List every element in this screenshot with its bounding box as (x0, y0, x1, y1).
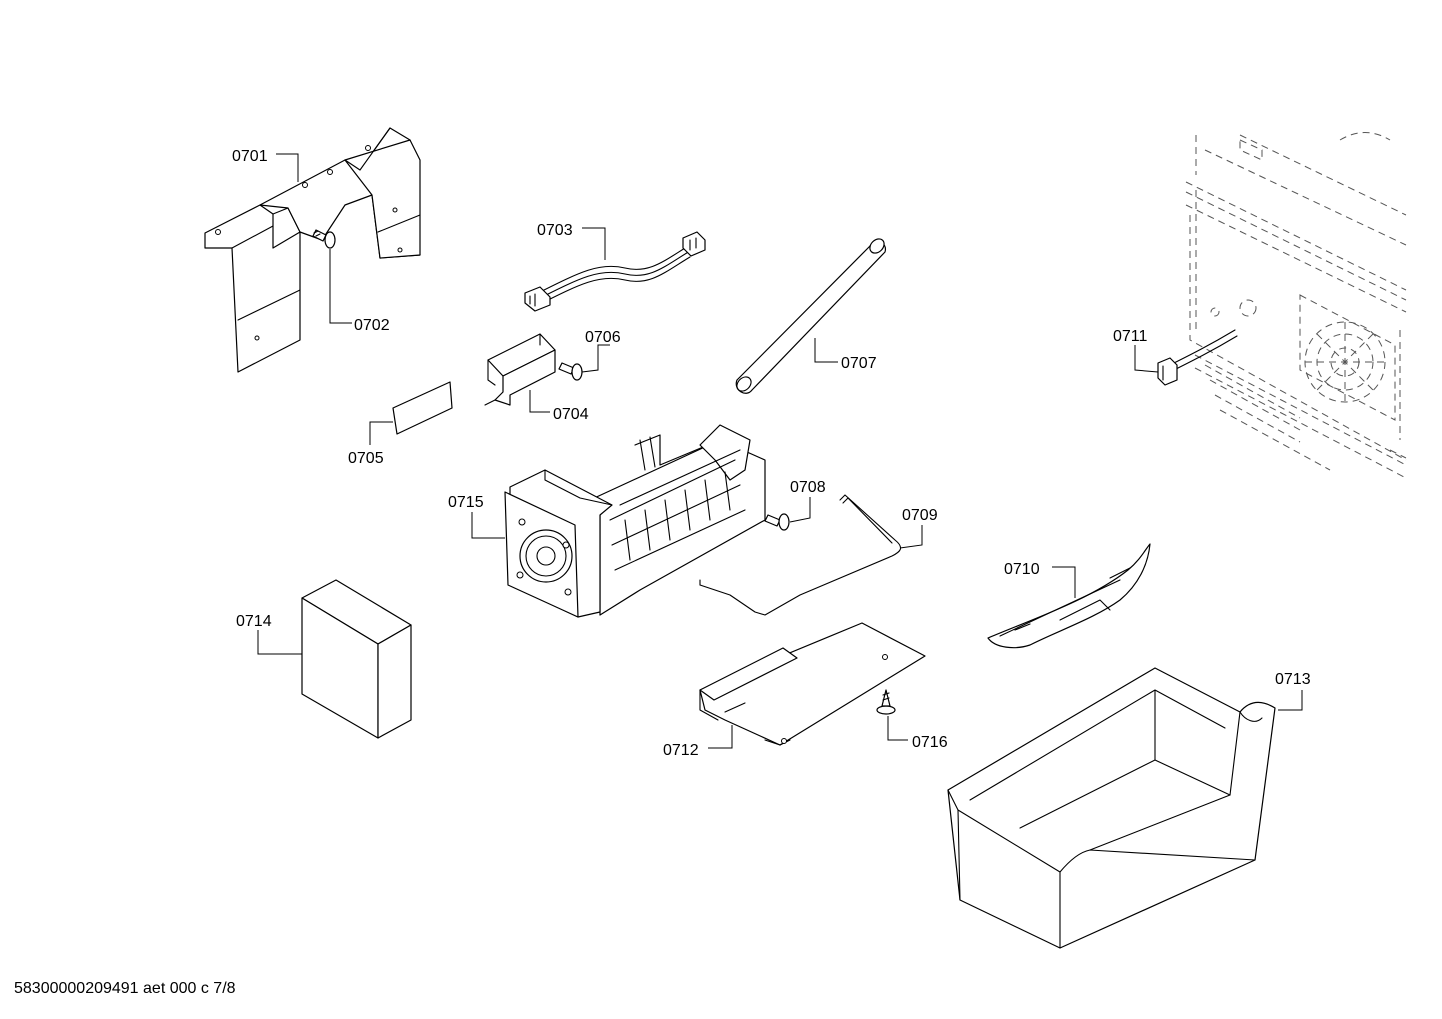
part-0709-wire-arm-drawing (699, 494, 902, 616)
part-label-0705: 0705 (348, 450, 384, 467)
part-0715-ice-maker-drawing (504, 424, 766, 618)
part-0714-box-drawing (301, 579, 412, 739)
part-0703-wire-harness-drawing (524, 231, 706, 312)
part-label-0707: 0707 (841, 355, 877, 372)
document-code: 58300000209491 aet 000 c 7/8 (14, 980, 236, 997)
part-label-0703: 0703 (537, 222, 573, 239)
part-label-0715: 0715 (448, 494, 484, 511)
part-0708-screw-drawing (764, 513, 790, 531)
part-0701-bracket-drawing (204, 127, 421, 373)
part-label-0704: 0704 (553, 406, 589, 423)
part-0711-connector-drawing (1157, 329, 1238, 386)
part-label-0708: 0708 (790, 479, 826, 496)
part-label-0709: 0709 (902, 507, 938, 524)
part-0710-cover-drawing (987, 543, 1151, 649)
leader-lines (257, 153, 1303, 749)
part-0705-pad-drawing (392, 381, 453, 435)
part-label-0713: 0713 (1275, 671, 1311, 688)
part-label-0702: 0702 (354, 317, 390, 334)
part-labels: 0701 0702 0703 0704 0705 0706 0707 0708 … (232, 148, 1311, 759)
part-label-0712: 0712 (663, 742, 699, 759)
part-0707-tube-drawing (735, 238, 887, 394)
part-label-0714: 0714 (236, 613, 272, 630)
part-0702-screw-drawing (312, 229, 336, 249)
part-label-0706: 0706 (585, 329, 621, 346)
part-0713-ice-bin-drawing (947, 667, 1276, 949)
part-0716-screw-drawing (876, 689, 896, 715)
part-0704-small-bracket-drawing (484, 333, 556, 406)
part-0712-plate-drawing (699, 622, 926, 746)
part-label-0710: 0710 (1004, 561, 1040, 578)
part-0706-screw-drawing (558, 362, 583, 381)
part-label-0716: 0716 (912, 734, 948, 751)
appliance-housing-background (1185, 132, 1407, 479)
part-label-0711: 0711 (1113, 328, 1148, 345)
part-label-0701: 0701 (232, 148, 268, 165)
